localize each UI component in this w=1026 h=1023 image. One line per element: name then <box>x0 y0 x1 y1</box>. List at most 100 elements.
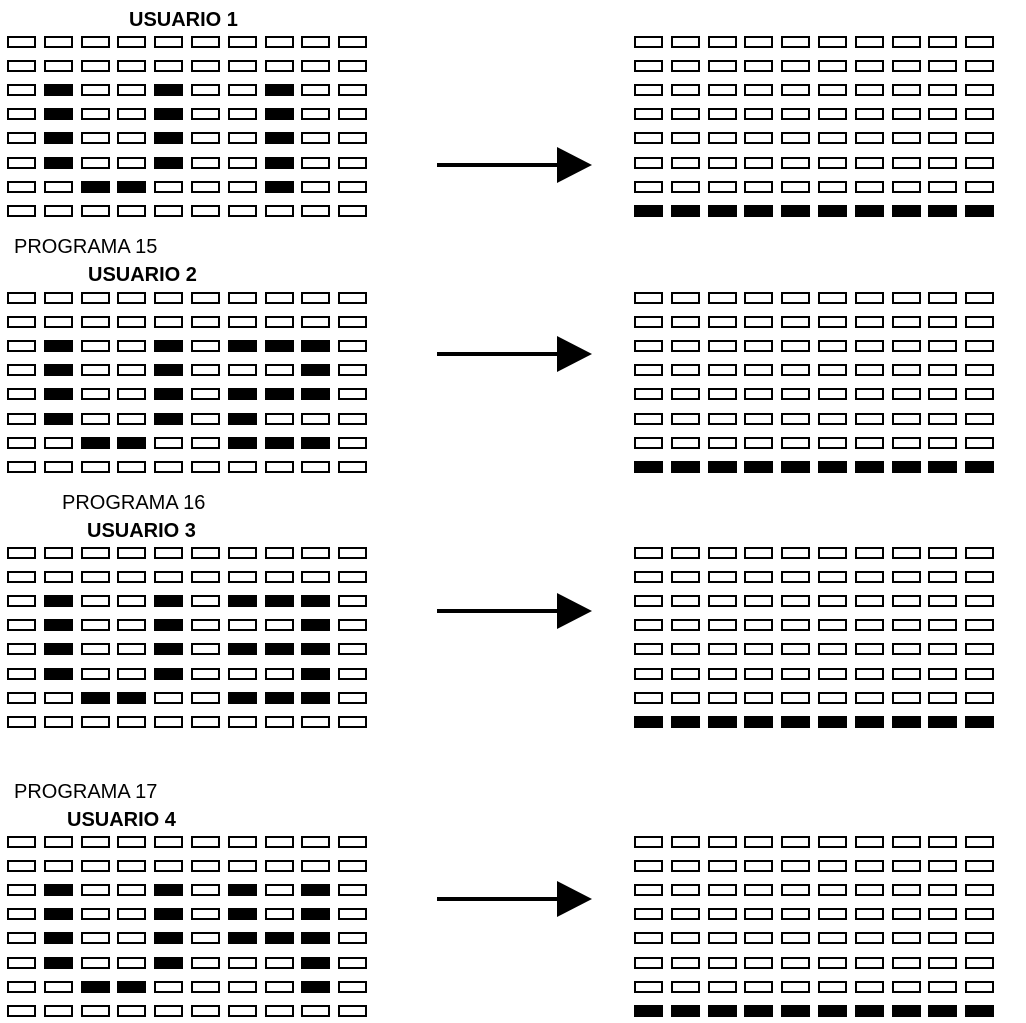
led-cell-on <box>44 340 73 352</box>
led-cell-off <box>228 316 257 328</box>
led-cell-off <box>228 292 257 304</box>
led-cell-off <box>818 860 847 872</box>
led-cell-off <box>855 908 884 920</box>
led-cell-off <box>855 340 884 352</box>
led-cell-off <box>634 595 663 607</box>
led-cell-off <box>634 437 663 449</box>
led-cell-off <box>634 957 663 969</box>
led-cell-off <box>338 716 367 728</box>
led-cell-off <box>892 108 921 120</box>
led-cell-off <box>117 205 146 217</box>
led-cell-off <box>708 668 737 680</box>
led-cell-off <box>301 36 330 48</box>
led-cell-off <box>708 340 737 352</box>
led-cell-off <box>44 860 73 872</box>
led-cell-off <box>191 292 220 304</box>
led-cell-off <box>781 157 810 169</box>
led-cell-on <box>965 205 994 217</box>
led-cell-off <box>818 547 847 559</box>
led-cell-off <box>744 157 773 169</box>
led-cell-off <box>81 884 110 896</box>
led-cell-off <box>117 860 146 872</box>
led-cell-off <box>671 884 700 896</box>
led-cell-off <box>338 884 367 896</box>
led-cell-off <box>228 84 257 96</box>
led-cell-off <box>81 84 110 96</box>
led-cell-on <box>44 668 73 680</box>
led-cell-off <box>634 908 663 920</box>
led-cell-off <box>928 292 957 304</box>
led-cell-off <box>338 1005 367 1017</box>
led-cell-off <box>744 643 773 655</box>
led-cell-off <box>81 860 110 872</box>
led-cell-off <box>634 668 663 680</box>
user-label-2: USUARIO 2 <box>88 264 197 286</box>
led-cell-off <box>301 571 330 583</box>
led-cell-off <box>965 36 994 48</box>
led-cell-off <box>965 668 994 680</box>
led-cell-off <box>154 547 183 559</box>
led-cell-on <box>634 716 663 728</box>
led-cell-off <box>7 716 36 728</box>
led-cell-off <box>117 957 146 969</box>
led-cell-off <box>228 957 257 969</box>
led-cell-off <box>117 461 146 473</box>
led-cell-off <box>301 84 330 96</box>
led-cell-off <box>634 181 663 193</box>
led-cell-off <box>154 1005 183 1017</box>
led-cell-off <box>781 595 810 607</box>
led-cell-on <box>301 340 330 352</box>
led-cell-off <box>44 461 73 473</box>
led-cell-off <box>708 181 737 193</box>
led-cell-off <box>7 316 36 328</box>
led-cell-off <box>265 908 294 920</box>
led-cell-off <box>855 437 884 449</box>
led-cell-on <box>154 364 183 376</box>
led-cell-off <box>744 668 773 680</box>
led-cell-off <box>928 908 957 920</box>
led-cell-off <box>44 692 73 704</box>
led-cell-off <box>191 836 220 848</box>
led-cell-off <box>634 364 663 376</box>
led-cell-off <box>117 108 146 120</box>
led-cell-off <box>117 595 146 607</box>
led-cell-off <box>191 957 220 969</box>
led-cell-off <box>744 36 773 48</box>
led-cell-on <box>818 205 847 217</box>
led-cell-off <box>154 836 183 848</box>
led-cell-off <box>301 836 330 848</box>
led-cell-off <box>744 413 773 425</box>
led-cell-off <box>44 60 73 72</box>
led-cell-off <box>965 108 994 120</box>
led-cell-off <box>708 957 737 969</box>
led-cell-off <box>191 981 220 993</box>
led-cell-off <box>154 316 183 328</box>
led-cell-off <box>855 84 884 96</box>
led-cell-off <box>301 181 330 193</box>
led-cell-off <box>928 413 957 425</box>
led-cell-off <box>708 388 737 400</box>
led-cell-off <box>7 908 36 920</box>
led-cell-off <box>338 292 367 304</box>
led-cell-off <box>81 340 110 352</box>
led-cell-on <box>228 908 257 920</box>
led-cell-off <box>818 981 847 993</box>
led-cell-off <box>965 860 994 872</box>
led-cell-off <box>855 132 884 144</box>
led-cell-off <box>117 643 146 655</box>
led-cell-off <box>892 413 921 425</box>
led-cell-on <box>265 437 294 449</box>
led-cell-off <box>708 132 737 144</box>
led-cell-off <box>7 108 36 120</box>
led-cell-off <box>117 908 146 920</box>
led-cell-off <box>781 340 810 352</box>
led-cell-off <box>708 981 737 993</box>
led-cell-on <box>228 437 257 449</box>
led-cell-on <box>44 643 73 655</box>
led-cell-off <box>671 157 700 169</box>
led-cell-on <box>228 884 257 896</box>
led-cell-off <box>265 461 294 473</box>
led-cell-off <box>708 547 737 559</box>
led-cell-off <box>781 836 810 848</box>
led-cell-off <box>338 692 367 704</box>
